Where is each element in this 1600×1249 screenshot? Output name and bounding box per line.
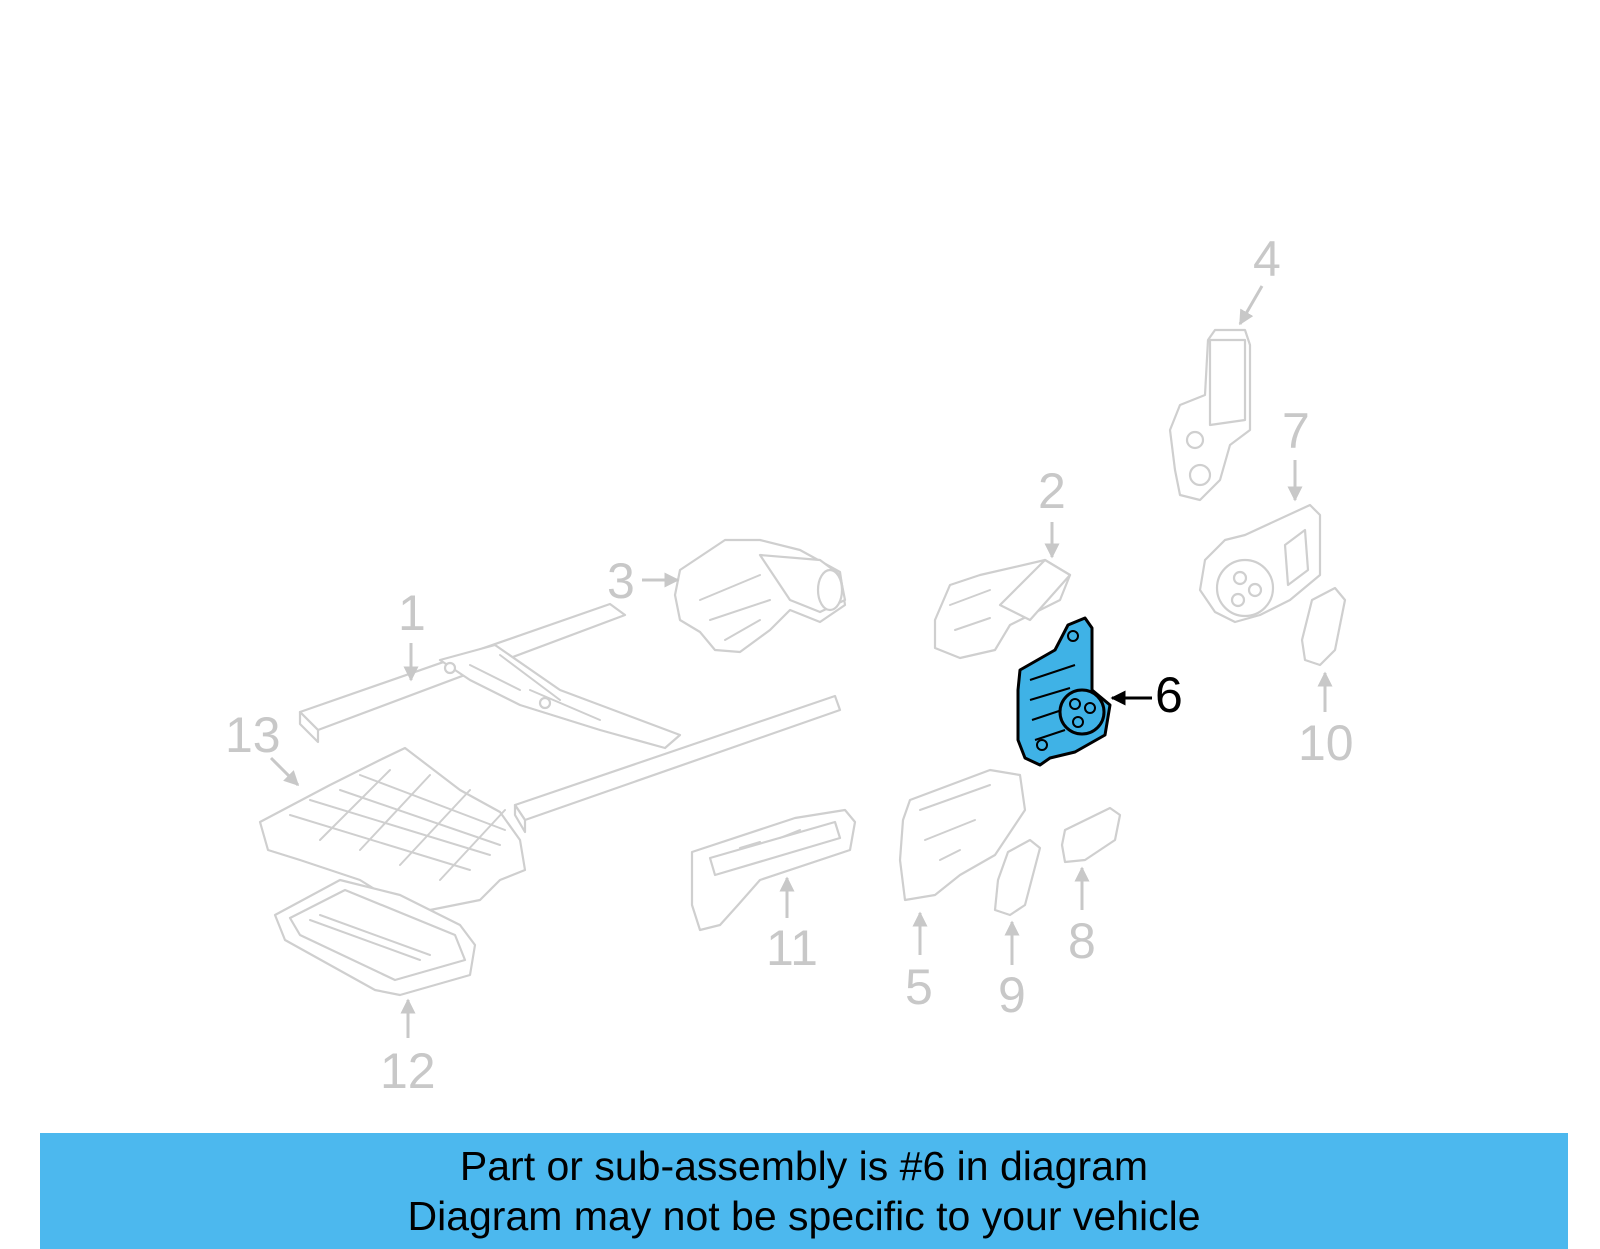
part-2-motor[interactable]: [933, 558, 1072, 660]
callout-8: 8: [1068, 913, 1096, 969]
info-banner: Part or sub-assembly is #6 in diagram Di…: [40, 1133, 1568, 1249]
callout-4: 4: [1253, 231, 1281, 287]
part-5-switch-housing[interactable]: [898, 768, 1027, 902]
part-1-seat-track-frame[interactable]: [298, 602, 842, 834]
callout-7: 7: [1282, 403, 1310, 459]
callout-1: 1: [398, 585, 426, 641]
part-11-switch-panel[interactable]: [690, 808, 857, 932]
callout-10: 10: [1298, 715, 1354, 771]
part-7-pump-unit[interactable]: [1198, 503, 1322, 624]
part-8-knob[interactable]: [1060, 806, 1122, 864]
part-3-motor-bracket[interactable]: [673, 538, 847, 654]
callout-12: 12: [380, 1043, 436, 1099]
callout-11: 11: [766, 920, 818, 976]
part-4-recliner-mechanism[interactable]: [1168, 328, 1252, 502]
callout-2: 2: [1038, 463, 1066, 519]
leader-arrows: [269, 285, 1333, 1038]
callout-3: 3: [607, 553, 635, 609]
part-10-trim-cover[interactable]: [1300, 586, 1347, 667]
banner-line-disclaimer: Diagram may not be specific to your vehi…: [407, 1193, 1201, 1239]
callout-5: 5: [905, 959, 933, 1015]
part-12-lower-cover[interactable]: [273, 878, 477, 997]
callout-9: 9: [998, 967, 1026, 1023]
part-6-control-module-highlighted[interactable]: [1016, 616, 1112, 767]
part-9-knob[interactable]: [993, 838, 1042, 917]
banner-line-part-number: Part or sub-assembly is #6 in diagram: [459, 1143, 1149, 1189]
callout-13: 13: [225, 707, 281, 763]
callout-6: 6: [1155, 667, 1183, 723]
